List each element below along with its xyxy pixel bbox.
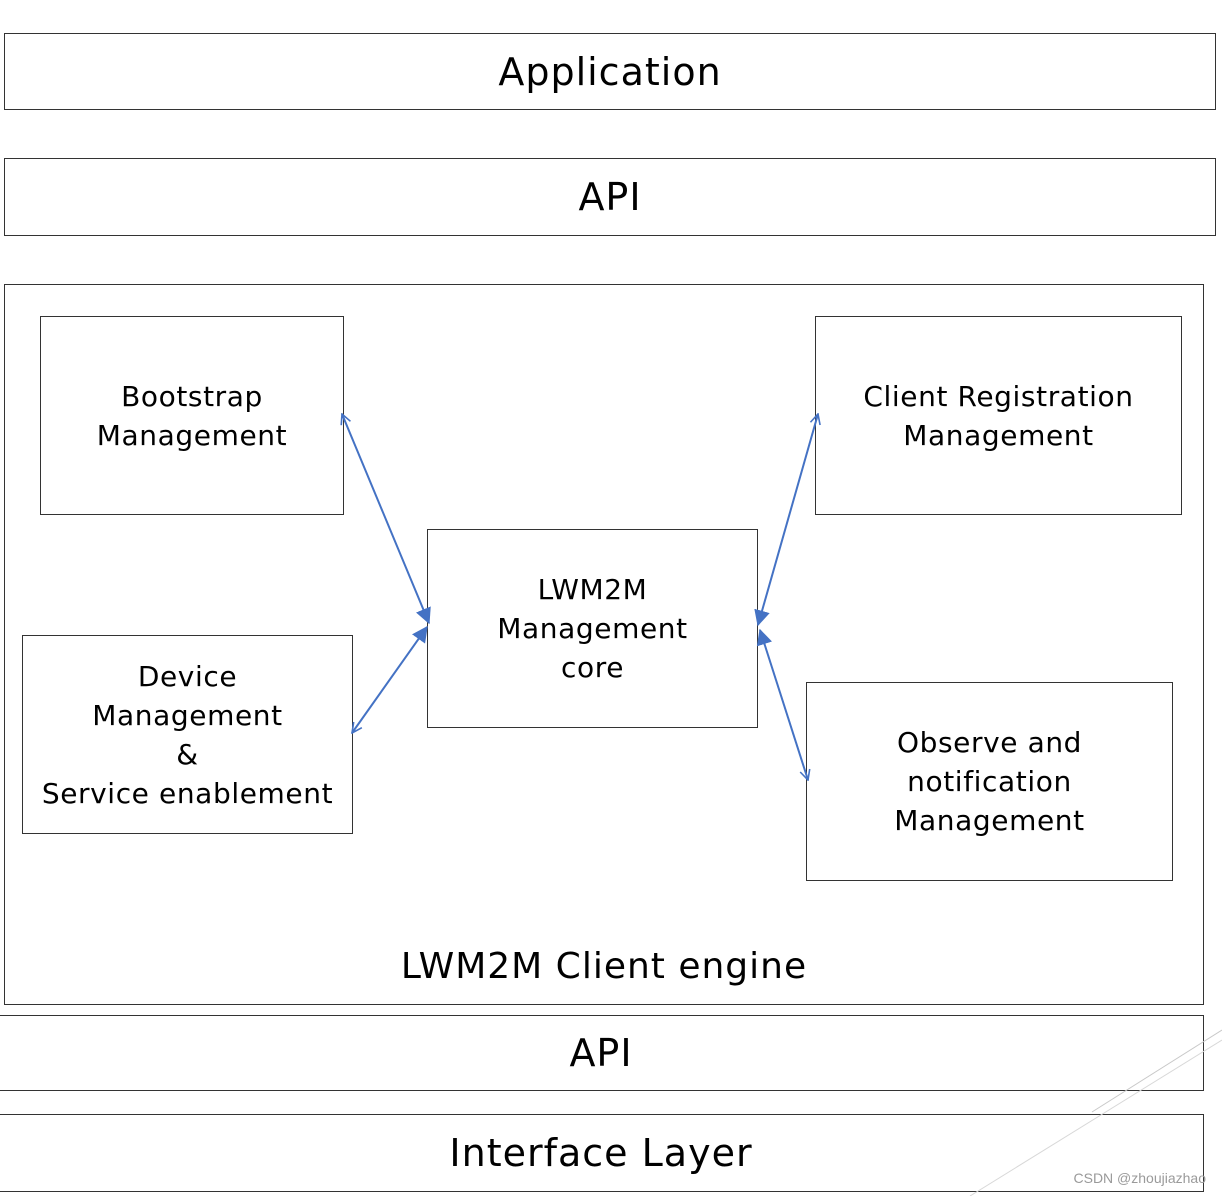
client-registration-line-1: Client Registration	[863, 379, 1134, 413]
api-layer-bottom: API	[0, 1015, 1204, 1091]
observe-notification-management-box: Observe and notification Management	[806, 682, 1173, 881]
watermark: CSDN @zhoujiazhao	[1073, 1170, 1207, 1186]
observe-line-1: Observe and	[896, 726, 1083, 759]
observe-line-2: notification	[907, 765, 1072, 798]
application-layer: Application	[4, 33, 1216, 110]
core-line-2: Management	[497, 612, 688, 645]
client-registration-management-box: Client Registration Management	[815, 316, 1182, 515]
client-engine-label: LWM2M Client engine	[400, 946, 808, 987]
device-line-1: Device	[137, 659, 238, 693]
bootstrap-line-1: Bootstrap	[121, 379, 263, 413]
core-line-3: core	[560, 651, 625, 684]
bootstrap-line-2: Management	[96, 418, 288, 452]
device-line-4: Service enablement	[41, 776, 334, 810]
management-core-box: LWM2M Management core	[427, 529, 758, 728]
observe-line-3: Management	[894, 804, 1085, 837]
interface-layer: Interface Layer	[0, 1114, 1204, 1192]
bootstrap-management-box: Bootstrap Management	[40, 316, 344, 515]
client-engine-container	[4, 284, 1204, 1005]
api-top-label: API	[578, 175, 642, 219]
device-management-box: Device Management & Service enablement	[22, 635, 353, 834]
application-label: Application	[498, 49, 722, 94]
device-line-3: &	[176, 737, 199, 771]
api-bottom-label: API	[569, 1031, 633, 1075]
api-layer-top: API	[4, 158, 1216, 236]
device-line-2: Management	[92, 698, 283, 732]
core-line-1: LWM2M	[537, 573, 648, 606]
client-registration-line-2: Management	[903, 418, 1094, 452]
interface-layer-label: Interface Layer	[449, 1131, 753, 1175]
